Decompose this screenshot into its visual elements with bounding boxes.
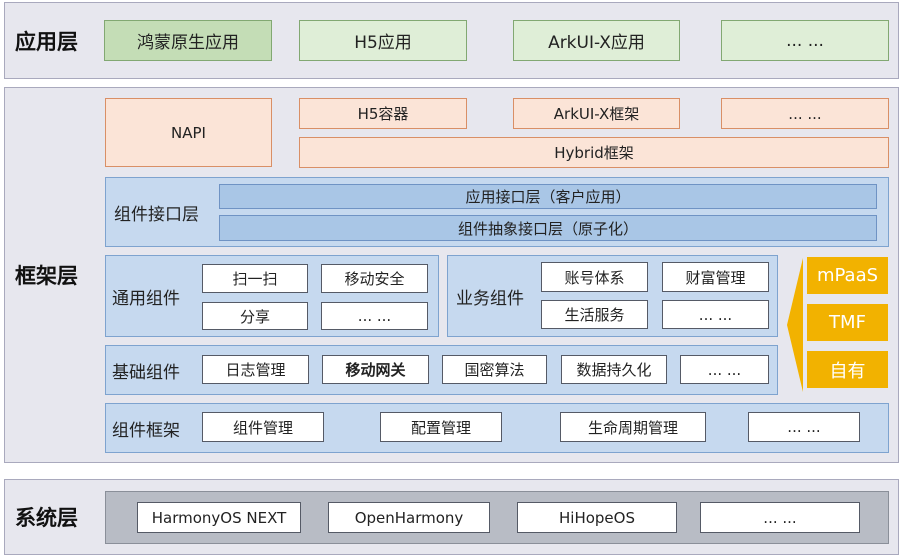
common-more-box[interactable]: ... ... [321, 302, 428, 330]
app-layer-title: 应用层 [15, 29, 78, 54]
app-interface-bar[interactable]: 应用接口层（客户应用） [219, 184, 877, 209]
wealth-box[interactable]: 财富管理 [662, 262, 769, 292]
mobile-gateway-box[interactable]: 移动网关 [322, 355, 429, 384]
lifecycle-management-box[interactable]: 生命周期管理 [560, 412, 706, 442]
left-arrow-icon [787, 258, 803, 392]
business-components-title: 业务组件 [456, 288, 524, 309]
self-owned-source[interactable]: 自有 [807, 351, 888, 388]
component-management-box[interactable]: 组件管理 [202, 412, 324, 442]
abstract-interface-bar[interactable]: 组件抽象接口层（原子化） [219, 215, 877, 241]
h5-container-box[interactable]: H5容器 [299, 98, 467, 129]
scan-box[interactable]: 扫一扫 [202, 264, 308, 293]
interface-layer-title: 组件接口层 [114, 204, 199, 225]
openharmony-box[interactable]: OpenHarmony [328, 502, 490, 533]
component-framework-title: 组件框架 [112, 420, 180, 441]
harmonyos-next-box[interactable]: HarmonyOS NEXT [137, 502, 301, 533]
config-management-box[interactable]: 配置管理 [380, 412, 502, 442]
basic-components-title: 基础组件 [112, 362, 180, 383]
tmf-source[interactable]: TMF [807, 304, 888, 341]
container-more-box[interactable]: ... ... [721, 98, 889, 129]
account-box[interactable]: 账号体系 [541, 262, 648, 292]
hihopeos-box[interactable]: HiHopeOS [517, 502, 677, 533]
mobile-security-box[interactable]: 移动安全 [321, 264, 428, 293]
app-item-h5[interactable]: H5应用 [299, 20, 467, 61]
log-management-box[interactable]: 日志管理 [202, 355, 309, 384]
app-item-arkuix[interactable]: ArkUI-X应用 [513, 20, 680, 61]
share-box[interactable]: 分享 [202, 302, 308, 330]
system-more-box[interactable]: ... ... [700, 502, 860, 533]
business-more-box[interactable]: ... ... [662, 300, 769, 329]
mpaas-source[interactable]: mPaaS [807, 257, 888, 294]
framework-layer-title: 框架层 [15, 264, 78, 288]
common-components-title: 通用组件 [112, 288, 180, 309]
framework-more-box[interactable]: ... ... [748, 412, 860, 442]
data-persistence-box[interactable]: 数据持久化 [561, 355, 667, 384]
life-service-box[interactable]: 生活服务 [541, 300, 648, 329]
napi-box[interactable]: NAPI [105, 98, 272, 167]
system-layer-title: 系统层 [15, 506, 78, 530]
basic-more-box[interactable]: ... ... [680, 355, 769, 384]
app-item-more[interactable]: ... ... [721, 20, 889, 61]
app-item-native[interactable]: 鸿蒙原生应用 [104, 20, 272, 61]
hybrid-framework-box[interactable]: Hybrid框架 [299, 137, 889, 168]
sm-crypto-box[interactable]: 国密算法 [442, 355, 547, 384]
arkuix-framework-box[interactable]: ArkUI-X框架 [513, 98, 680, 129]
